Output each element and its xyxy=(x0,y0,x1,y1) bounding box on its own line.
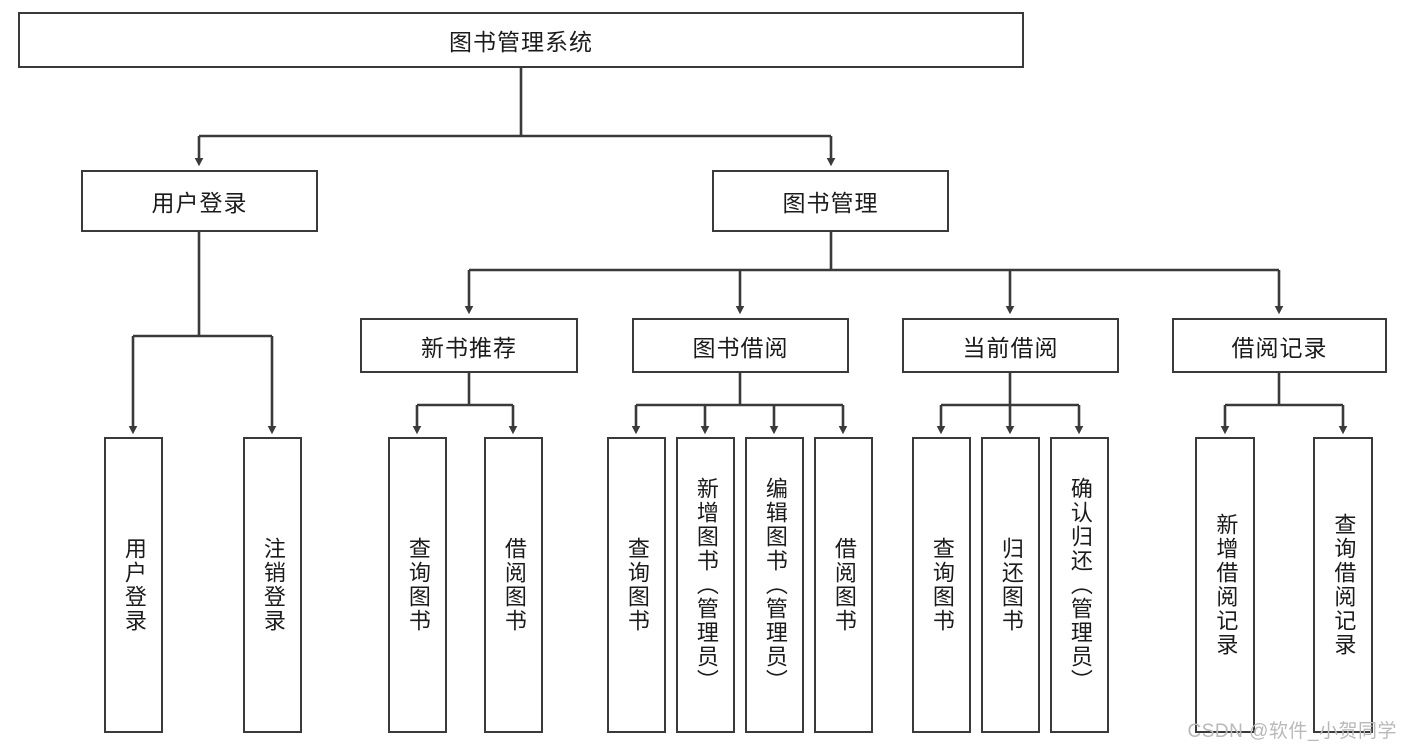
node-label: 新增图书（管理员） xyxy=(693,477,719,693)
node-label: 用户登录 xyxy=(121,537,147,633)
node-label: 图书借阅 xyxy=(692,334,789,361)
node-label: 借阅图书 xyxy=(831,537,857,633)
leaf-edit-book-admin[interactable]: 编辑图书（管理员） xyxy=(745,437,804,733)
node-label: 查询借阅记录 xyxy=(1331,513,1357,657)
node-label: 编辑图书（管理员） xyxy=(762,477,788,693)
node-label: 当前借阅 xyxy=(962,334,1059,361)
leaf-user-logout[interactable]: 注销登录 xyxy=(243,437,302,733)
node-label: 查询图书 xyxy=(405,537,431,633)
leaf-borrow-book[interactable]: 借阅图书 xyxy=(814,437,873,733)
node-label: 新增借阅记录 xyxy=(1213,513,1239,657)
leaf-borrow-book-recommend[interactable]: 借阅图书 xyxy=(484,437,543,733)
node-label: 确认归还（管理员） xyxy=(1067,477,1093,693)
node-label: 借阅图书 xyxy=(501,537,527,633)
leaf-query-book-borrow[interactable]: 查询图书 xyxy=(607,437,666,733)
node-current-borrow[interactable]: 当前借阅 xyxy=(902,318,1119,373)
watermark-text: CSDN @软件_小贺同学 xyxy=(1187,721,1397,742)
leaf-query-borrow-record[interactable]: 查询借阅记录 xyxy=(1313,437,1373,733)
node-user-login[interactable]: 用户登录 xyxy=(81,170,318,232)
node-label: 用户登录 xyxy=(151,190,248,216)
node-label: 新书推荐 xyxy=(421,334,517,361)
leaf-query-book-current[interactable]: 查询图书 xyxy=(912,437,971,733)
node-book-borrow[interactable]: 图书借阅 xyxy=(632,318,849,373)
node-root-system[interactable]: 图书管理系统 xyxy=(18,12,1024,68)
leaf-user-login[interactable]: 用户登录 xyxy=(104,437,163,733)
node-label: 查询图书 xyxy=(929,537,955,633)
leaf-add-book-admin[interactable]: 新增图书（管理员） xyxy=(676,437,735,733)
node-new-book-recommend[interactable]: 新书推荐 xyxy=(360,318,578,373)
leaf-confirm-return-admin[interactable]: 确认归还（管理员） xyxy=(1050,437,1109,733)
node-borrow-record[interactable]: 借阅记录 xyxy=(1172,318,1387,373)
leaf-add-borrow-record[interactable]: 新增借阅记录 xyxy=(1195,437,1255,733)
node-label: 图书管理 xyxy=(782,190,879,216)
leaf-return-book[interactable]: 归还图书 xyxy=(981,437,1040,733)
node-label: 注销登录 xyxy=(260,537,286,633)
node-label: 归还图书 xyxy=(998,537,1024,633)
leaf-query-book-recommend[interactable]: 查询图书 xyxy=(388,437,447,733)
node-book-management[interactable]: 图书管理 xyxy=(712,170,949,232)
node-label: 查询图书 xyxy=(624,537,650,633)
node-label: 借阅记录 xyxy=(1231,334,1328,361)
node-label: 图书管理系统 xyxy=(449,29,593,55)
